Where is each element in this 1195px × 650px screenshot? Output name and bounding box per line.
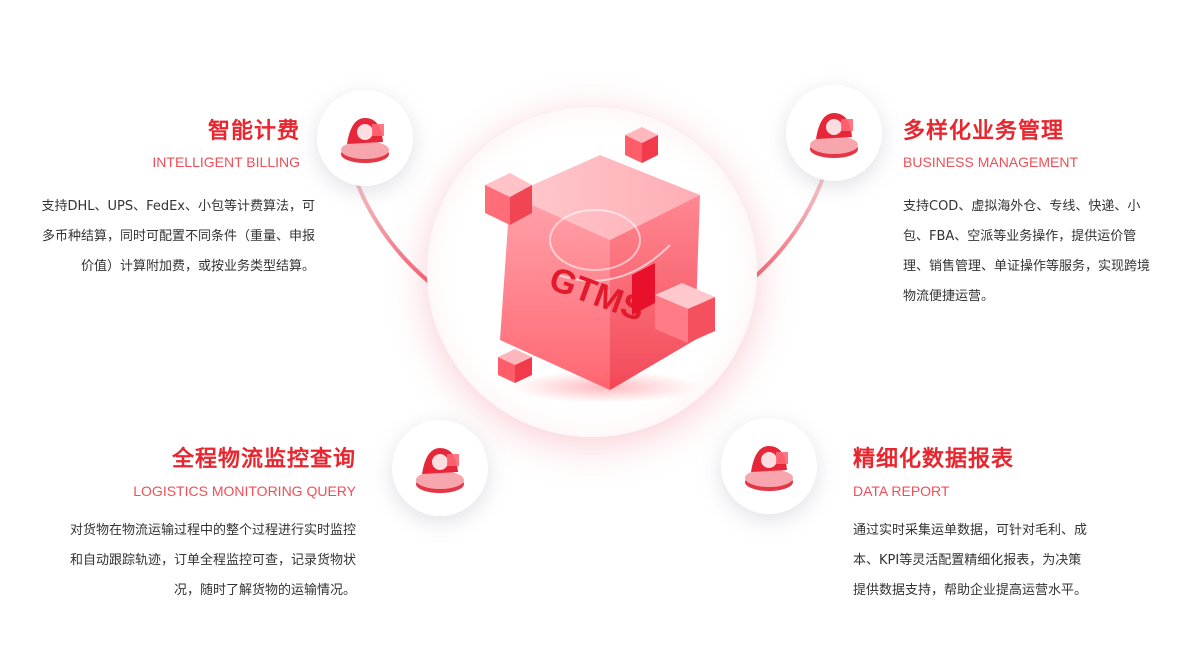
report-desc-line: 提供数据支持，帮助企业提高运营水平。 — [853, 583, 1088, 598]
business-description: 支持COD、虚拟海外仓、专线、快递、小 包、FBA、空派等业务操作，提供运价管 … — [903, 192, 1150, 312]
report-subtitle: DATA REPORT — [853, 483, 950, 499]
business-title: 多样化业务管理 — [903, 119, 1065, 144]
monitoring-description: 对货物在物流运输过程中的整个过程进行实时监控 和自动跟踪轨迹，订单全程监控可查，… — [70, 516, 356, 606]
monitoring-title: 全程物流监控查询 — [171, 447, 356, 472]
monitoring-desc-line: 和自动跟踪轨迹，订单全程监控可查，记录货物状 — [69, 553, 356, 568]
billing-desc-line: 支持DHL、UPS、FedEx、小包等计费算法，可 — [41, 199, 315, 214]
billing-desc-line: 价值）计算附加费，或按业务类型结算。 — [80, 259, 315, 274]
monitoring-icon — [416, 448, 464, 493]
billing-desc-line: 多币种结算，同时可配置不同条件（重量、申报 — [41, 229, 315, 244]
report-badge — [721, 418, 817, 514]
business-badge — [786, 85, 882, 181]
monitoring-desc-line: 对货物在物流运输过程中的整个过程进行实时监控 — [69, 523, 356, 538]
business-desc-line: 理、销售管理、单证操作等服务，实现跨境 — [903, 259, 1151, 274]
billing-description: 支持DHL、UPS、FedEx、小包等计费算法，可 多币种结算，同时可配置不同条… — [41, 192, 315, 282]
report-desc-line: 通过实时采集运单数据，可针对毛利、成 — [853, 523, 1088, 538]
report-desc-line: 本、KPI等灵活配置精细化报表，为决策 — [853, 553, 1082, 568]
business-subtitle: BUSINESS MANAGEMENT — [903, 154, 1079, 170]
monitoring-badge — [392, 420, 488, 516]
business-icon — [810, 113, 858, 158]
billing-icon — [341, 118, 389, 163]
business-desc-line: 物流便捷运营。 — [903, 289, 995, 304]
billing-badge — [317, 90, 413, 186]
report-title: 精细化数据报表 — [853, 447, 1015, 472]
gtms-cube-illustration: GTMS — [485, 127, 715, 403]
monitoring-desc-line: 况，随时了解货物的运输情况。 — [173, 583, 356, 598]
report-description: 通过实时采集运单数据，可针对毛利、成 本、KPI等灵活配置精细化报表，为决策 提… — [853, 516, 1087, 606]
business-desc-line: 包、FBA、空派等业务操作，提供运价管 — [903, 229, 1137, 244]
monitoring-subtitle: LOGISTICS MONITORING QUERY — [133, 483, 356, 499]
billing-subtitle: INTELLIGENT BILLING — [152, 154, 300, 170]
business-desc-line: 支持COD、虚拟海外仓、专线、快递、小 — [903, 199, 1141, 214]
report-icon — [745, 446, 793, 491]
billing-title: 智能计费 — [207, 119, 300, 144]
